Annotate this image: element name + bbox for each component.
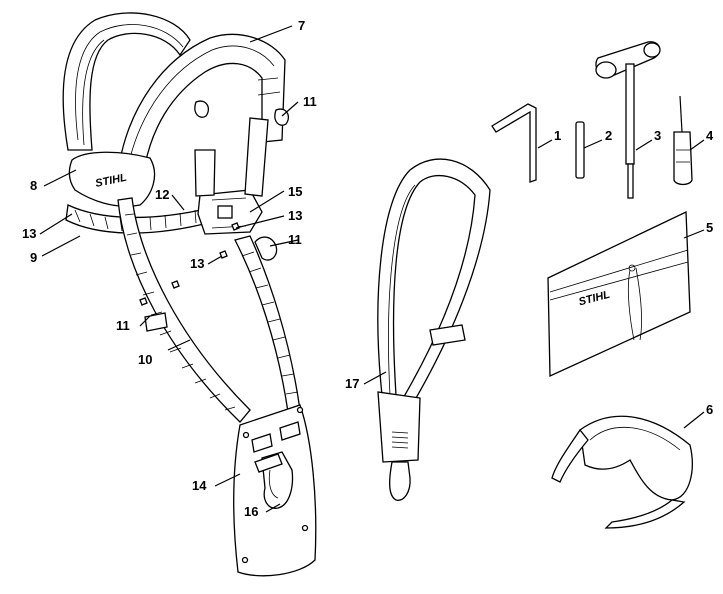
part-tool-pouch: STIHL bbox=[547, 210, 691, 378]
callout-9: 9 bbox=[30, 250, 37, 265]
callout-6: 6 bbox=[706, 402, 713, 417]
callout-17: 15 bbox=[288, 184, 302, 199]
harness-hip-belt bbox=[65, 204, 213, 234]
callout-19: 17 bbox=[345, 376, 359, 391]
part-safety-glasses bbox=[551, 415, 693, 529]
callout-8: 8 bbox=[30, 178, 37, 193]
callout-16: 14 bbox=[192, 478, 207, 493]
callout-11-upper: 11 bbox=[303, 94, 317, 109]
part-combination-wrench bbox=[595, 41, 661, 199]
harness-shoulder-strap-rear bbox=[62, 12, 191, 151]
callout-15: 13 bbox=[288, 208, 302, 223]
harness-diagonal-strap bbox=[117, 197, 301, 423]
part-hex-key-large bbox=[491, 103, 537, 183]
callout-11-lower: 11 bbox=[288, 232, 302, 247]
callout-2: 2 bbox=[605, 128, 612, 143]
harness-shoulder-strap-front bbox=[119, 33, 286, 166]
harness-rear-buckle-assembly bbox=[194, 117, 269, 235]
part-screwdriver bbox=[673, 95, 693, 186]
single-shoulder-strap bbox=[377, 158, 491, 501]
callout-3: 3 bbox=[654, 128, 661, 143]
callout-1: 1 bbox=[554, 128, 561, 143]
callout-13-left: 13 bbox=[22, 226, 36, 241]
callout-7: 7 bbox=[298, 18, 305, 33]
callout-10: 10 bbox=[138, 352, 152, 367]
callout-13-center: 12 bbox=[155, 187, 169, 202]
part-pin bbox=[575, 121, 585, 179]
leader-lines bbox=[39, 25, 705, 513]
callout-12: 11 bbox=[116, 318, 130, 333]
harness-carabiner bbox=[254, 451, 294, 509]
callout-4: 4 bbox=[706, 128, 714, 143]
callout-5: 5 bbox=[706, 220, 713, 235]
callout-18: 16 bbox=[244, 504, 258, 519]
callout-14: 13 bbox=[190, 256, 204, 271]
harness-back-plate: STIHL bbox=[68, 151, 156, 207]
